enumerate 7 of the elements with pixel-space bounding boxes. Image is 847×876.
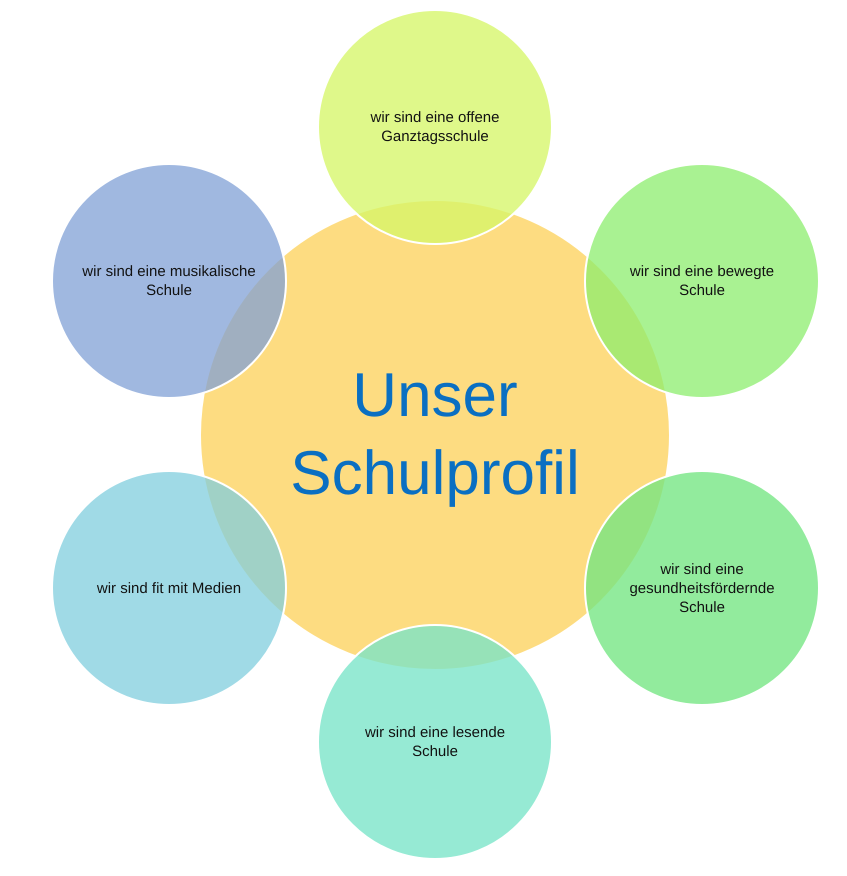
topic-label: wir sind fit mit Medien <box>96 578 242 598</box>
topic-label: wir sind eine offene Ganztagsschule <box>370 108 500 146</box>
topic-label: wir sind eine musikalische Schule <box>81 262 257 300</box>
topic-label: wir sind eine gesundheitsfördernde Schule <box>628 560 776 616</box>
topic-label: wir sind eine lesende Schule <box>364 723 506 761</box>
central-title: Unser Schulprofil <box>289 360 581 510</box>
topic-label: wir sind eine bewegte Schule <box>628 262 776 300</box>
